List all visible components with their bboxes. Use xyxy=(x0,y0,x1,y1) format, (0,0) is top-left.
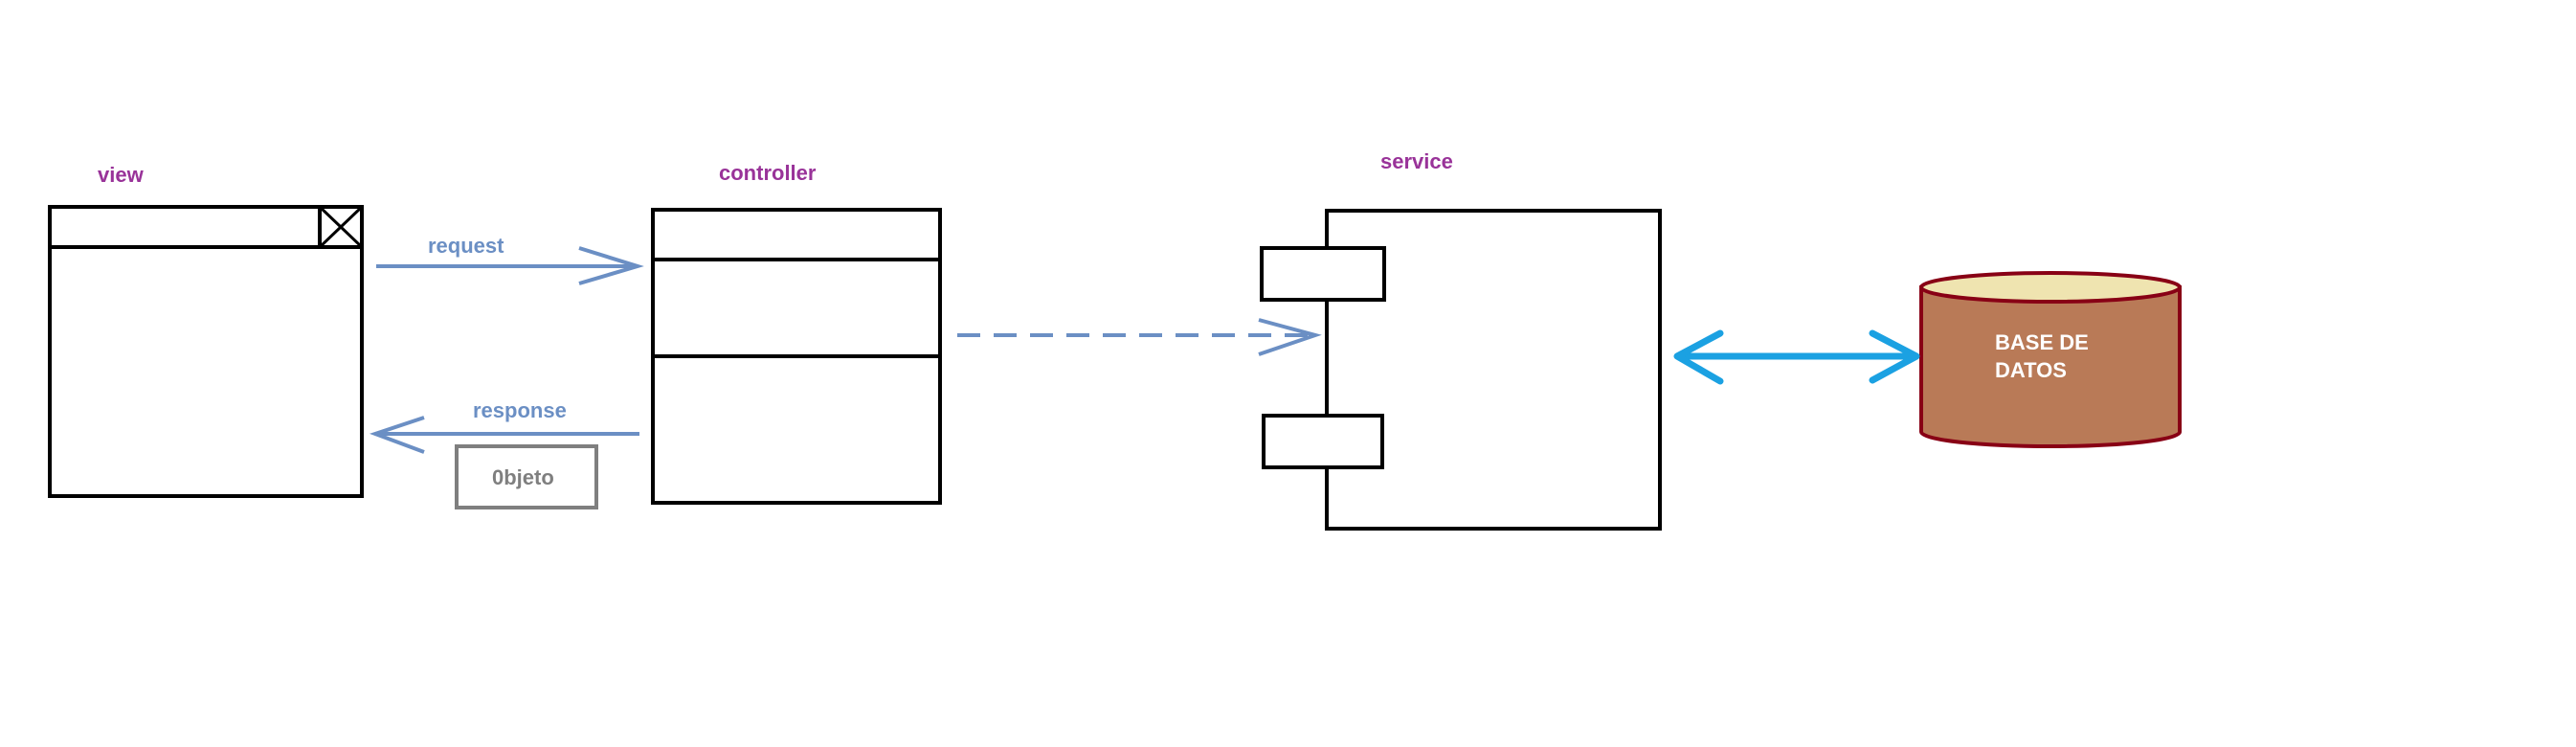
database-label-line-2: DATOS xyxy=(1995,357,2067,382)
database-top xyxy=(1919,271,2182,304)
service-body xyxy=(1325,209,1662,531)
dependency-arrow xyxy=(957,318,1322,356)
view-window xyxy=(48,205,364,498)
payload-label: 0bjeto xyxy=(492,465,554,489)
controller-label: controller xyxy=(719,161,817,185)
database-label-line-1: BASE DE xyxy=(1995,330,2089,354)
controller-box xyxy=(651,208,942,505)
service-label: service xyxy=(1380,149,1453,173)
response-arrow xyxy=(369,416,639,454)
request-arrow xyxy=(376,246,644,285)
database-cylinder xyxy=(1919,271,2182,448)
database-body xyxy=(1919,285,2182,448)
view-window-frame xyxy=(48,205,364,498)
service-port-bottom xyxy=(1262,414,1384,469)
response-label: response xyxy=(473,398,567,422)
db-bidirectional-arrow xyxy=(1673,329,1920,385)
database-label: BASE DE DATOS xyxy=(1995,329,2089,384)
request-label: request xyxy=(428,234,504,258)
close-icon xyxy=(318,205,364,249)
service-component xyxy=(1260,209,1662,531)
service-port-top xyxy=(1260,246,1386,302)
view-label: view xyxy=(98,163,144,187)
payload-box xyxy=(455,444,598,509)
